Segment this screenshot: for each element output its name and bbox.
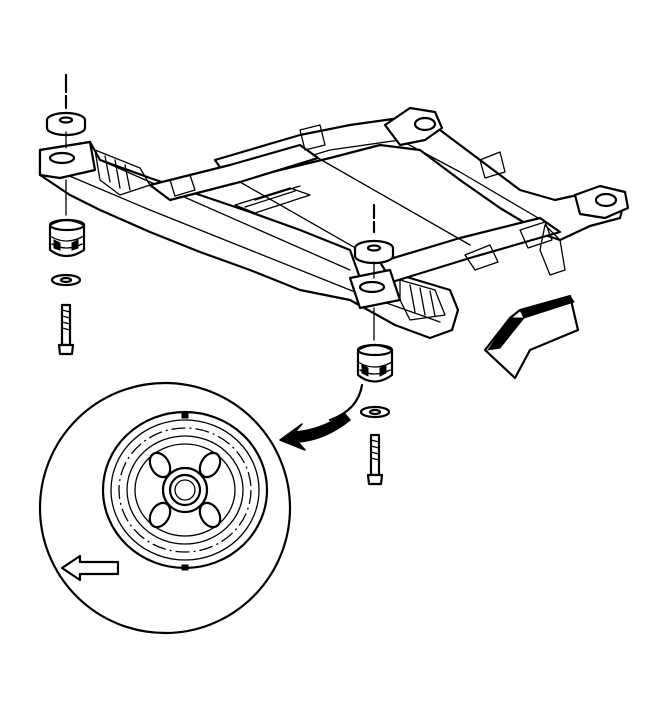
left-mount-bracket [38,140,97,180]
right-mount-stack [353,203,395,486]
direction-arrow-icon [483,294,580,380]
detail-circle-border [38,381,292,635]
callout-leader-line [328,383,364,422]
rear-tow-loop-right [573,184,630,220]
detail-callout-arrow-icon [279,413,351,451]
right-lower-insulator [356,343,394,383]
right-cross-member [378,216,562,284]
right-mount-bracket [348,268,402,310]
detail-view-circle [38,381,292,635]
left-mount-stack [45,73,87,356]
vehicle-frame [38,106,630,340]
center-plate [234,187,311,214]
left-washer [50,273,82,287]
forward-arrow-icon [60,554,120,582]
center-hub [161,466,209,514]
right-washer [359,405,391,419]
